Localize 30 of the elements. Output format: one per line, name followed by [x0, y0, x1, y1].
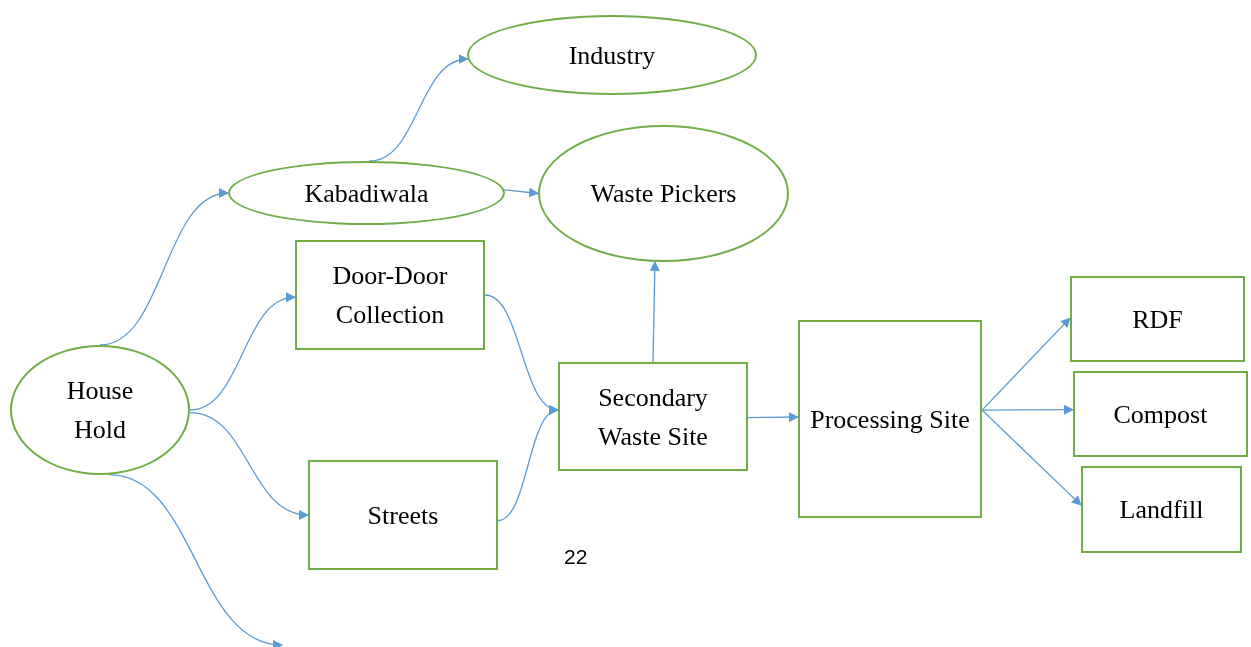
arrow [981, 409, 1082, 506]
node-label: Landfill [1119, 494, 1204, 526]
node-label: Door-Door Collection [331, 260, 449, 331]
arrow [981, 317, 1071, 411]
node-label: Streets [367, 499, 439, 532]
node-label: House Hold [65, 375, 135, 446]
arrow [189, 293, 296, 411]
arrow [99, 189, 229, 346]
node-label: Compost [1113, 398, 1208, 431]
node-label: Waste Pickers [590, 178, 737, 210]
node-label: Secondary Waste Site [597, 381, 709, 453]
process-box [1081, 466, 1242, 553]
arrow [189, 411, 309, 519]
arrow [649, 260, 660, 363]
node-label: RDF [1132, 303, 1183, 336]
process-box [1073, 371, 1248, 457]
process-box [295, 240, 485, 350]
process-box [558, 362, 748, 471]
page-number: 22 [564, 545, 588, 569]
process-box [308, 460, 498, 570]
arrow [368, 55, 469, 162]
arrow [747, 412, 799, 423]
node-label: Kabadiwala [304, 177, 429, 210]
node-label: Processing Site [810, 403, 970, 436]
arrow [497, 407, 559, 522]
process-box [1070, 276, 1245, 362]
arrow [503, 187, 539, 198]
arrow [981, 404, 1074, 415]
process-box [798, 320, 982, 518]
node-label: Industry [568, 39, 656, 72]
